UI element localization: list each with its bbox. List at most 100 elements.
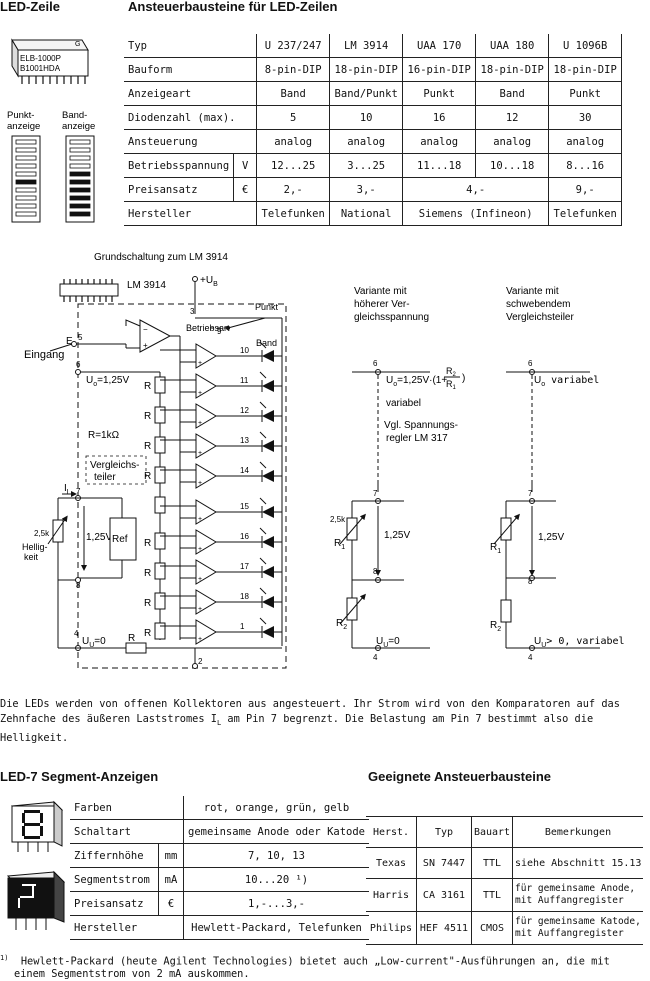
v1-volt: 1,25V [384,530,410,541]
v2-volt: 1,25V [538,532,564,543]
variante1-title-line: höherer Ver- [354,299,410,310]
cell-bauart: TTL [471,878,513,912]
led-icon [262,536,274,548]
table-row: Preisansatz € 1,-...3,- [70,891,370,916]
footnote-line-1: 1) Hewlett-Packard (heute Agilent Techno… [0,952,640,968]
table-header-row: Herst. Typ Bauart Bemerkungen [366,816,643,848]
v2-uu: U [534,636,541,647]
svg-text:+: + [198,450,202,457]
comparator-stage: +13 [160,431,282,459]
comparator-stage: +17 [160,557,282,585]
row-value: 7, 10, 13 [183,843,370,868]
geeignete-table: Herst. Typ Bauart Bemerkungen Texas SN 7… [366,816,643,945]
comparator [195,619,217,645]
comparator-stage: +18 [160,587,282,615]
ref-voltage-label: 1,25V [86,532,112,543]
v1-pin6-label: 6 [373,359,378,368]
output-pin-label: 13 [240,436,249,445]
cell: LM 3914 [329,34,404,58]
svg-text:+: + [198,420,202,427]
svg-text:UU> 0, variabel: UU> 0, variabel [534,636,625,649]
cell: 3...25 [329,153,404,178]
ansteuer-title: Ansteuerbausteine für LED-Zeilen [128,0,338,14]
cell: Siemens (Infineon) [402,201,550,226]
v1-note-1: Vgl. Spannungs- [384,420,458,431]
svg-text:+UB: +UB [200,275,218,288]
comparator [195,433,217,459]
v2-r1: R [490,542,497,553]
table-row: Bauform 8-pin-DIP 18-pin-DIP 16-pin-DIP … [124,57,623,82]
cell-typ: SN 7447 [416,847,472,879]
cell: 18-pin-DIP [475,57,550,82]
seven-segment-display-1 [10,800,64,852]
il-label: I [64,483,67,494]
variante1-title-line: Variante mit [354,286,407,297]
v1-r2: R [446,366,453,376]
table-row: Philips HEF 4511 CMOS für gemeinsame Kat… [366,911,643,945]
cell: 10...18 [475,153,550,178]
r-label: R [144,568,151,579]
row-label: Preisansatz [124,177,235,202]
v2-pin8-label: 8 [528,577,533,586]
col-bemerkungen: Bemerkungen [544,826,612,838]
v2-pin6-label: 6 [528,359,533,368]
pin6-label: 6 [76,360,81,369]
variante2-title-line: schwebendem [506,299,570,310]
table-row: Schaltart gemeinsame Anode oder Katode [70,819,370,844]
cell: 5 [256,105,331,130]
v1-r2-label: R [336,618,343,629]
pin9-label: 9 [217,327,222,336]
v2-r2-sub: 2 [497,626,501,633]
pin3-label: 3 [190,307,195,316]
il-sub: L [67,489,71,496]
v1-close: ) [462,373,465,384]
v2-uo-val: variabel [545,375,599,386]
svg-text:R1: R1 [446,379,457,391]
uo-sub: o [93,381,97,388]
cell: analog [475,129,550,154]
svg-text:+: + [198,480,202,487]
footnote-text-1: Hewlett-Packard (heute Agilent Technolog… [20,955,610,968]
e-label: E [66,336,73,347]
v2-r1-sub: 1 [497,548,501,555]
cell: 10 [329,105,404,130]
svg-text:+: + [198,390,202,397]
cell: Telefunken [256,201,331,226]
cell-bem-line: mit Auffangregister [515,895,624,906]
svg-text:Uo=1,25V: Uo=1,25V [86,375,129,388]
table-row: Anzeigeart Band Band/Punkt Punkt Band Pu… [124,81,623,106]
table-row: Farben rot, orange, grün, gelb [70,796,370,820]
chip-text-2: B1001HDA [20,64,61,73]
svg-text:IL: IL [64,483,71,496]
para-sub: L [216,719,222,728]
table-row: Harris CA 3161 TTL für gemeinsame Anode,… [366,878,643,912]
comparator [195,343,217,369]
cell: Band [256,81,331,106]
row-unit: € [233,177,258,202]
row-unit: V [233,153,258,178]
para-line-1: Die LEDs werden von offenen Kollektoren … [0,698,620,710]
cell: Punkt [548,81,623,106]
v1-uo: U [386,375,393,386]
cell: Telefunken [548,201,623,226]
comparator [195,373,217,399]
uu-label: U [82,636,89,647]
pin7-label: 7 [76,487,81,496]
band-bar-graph [65,135,95,223]
ref-label: Ref [112,534,128,545]
pin2-label: 2 [198,657,203,666]
punkt-label: Punkt [255,302,279,312]
cell-herst: Harris [366,878,417,912]
row-unit: mm [158,843,184,868]
v2-pin7-label: 7 [528,489,533,498]
uu-sub: U [89,642,94,649]
row-label: Segmentstrom [70,867,159,892]
led-icon [262,380,274,392]
r-label: R [144,441,151,452]
led-icon [262,626,274,638]
ub-sub: B [213,281,218,288]
row-value: 10...20 ¹) [183,867,370,892]
row-unit: mA [158,867,184,892]
variante1-title-line: gleichsspannung [354,312,429,323]
table-row: Preisansatz € 2,- 3,- 4,- 9,- [124,177,623,202]
